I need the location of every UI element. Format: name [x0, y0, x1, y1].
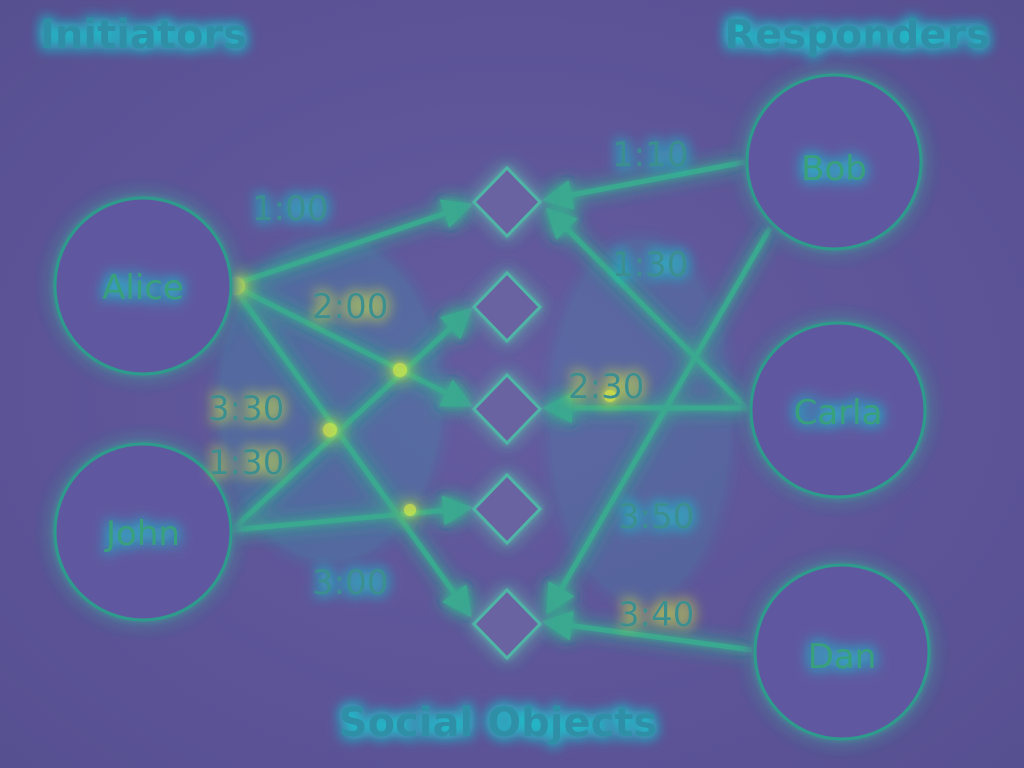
- edge-alice-obj5: [229, 283, 473, 618]
- edge-label-carla-obj3: 2:30: [568, 367, 644, 407]
- node-carla: [749, 321, 927, 499]
- node-john: [53, 442, 233, 622]
- edge-carla-obj1: [545, 207, 750, 412]
- edge-label-alice-obj1: 1:00: [252, 189, 328, 229]
- heading-initiators: Initiators: [40, 12, 247, 58]
- node-label-carla: Carla: [794, 393, 883, 433]
- person-nodes: [53, 73, 931, 741]
- edge-label-carla-obj1: 1:30: [612, 245, 688, 285]
- edge-label-alice-obj3: 2:00: [312, 287, 388, 327]
- edge-labels-highlighted: 2:00 3:30 1:30 2:30 3:40: [208, 287, 694, 635]
- node-bob: [745, 73, 923, 251]
- node-dan: [753, 563, 931, 741]
- edge-label-alice-obj5: 3:30: [208, 389, 284, 429]
- node-label-bob: Bob: [801, 149, 867, 189]
- node-label-alice: Alice: [102, 268, 184, 308]
- edge-label-dan-obj5: 3:40: [618, 595, 694, 635]
- social-object-4: [471, 472, 543, 546]
- social-object-diamonds: [471, 165, 543, 661]
- heading-responders: Responders: [724, 12, 990, 58]
- edge-alice-obj1: [231, 199, 473, 288]
- social-object-2: [471, 270, 543, 344]
- edge-bob-obj5: [545, 226, 773, 615]
- edge-john-obj2: [230, 307, 473, 532]
- edge-label-bob-obj1: 1:10: [612, 135, 688, 175]
- edge-bob-obj1: [542, 159, 746, 210]
- edge-label-bob-obj5: 3:50: [618, 497, 694, 537]
- edge-label-john-obj4: 3:00: [312, 563, 388, 603]
- node-alice: [53, 196, 233, 376]
- node-labels: Alice John Bob Carla Dan: [102, 149, 882, 677]
- heading-social-objects: Social Objects: [339, 700, 657, 746]
- social-object-3: [471, 372, 543, 446]
- headings: Initiators Responders Social Objects: [40, 12, 990, 746]
- social-object-1: [471, 165, 543, 239]
- social-object-5: [471, 587, 543, 661]
- node-label-dan: Dan: [808, 637, 877, 677]
- ambient-glow: [220, 240, 730, 600]
- edge-dan-obj5: [542, 610, 753, 653]
- edge-alice-obj3: [230, 282, 473, 408]
- edge-label-john-obj2: 1:30: [208, 443, 284, 483]
- edge-labels: 1:00 1:10 1:30 3:00 3:50: [252, 135, 694, 603]
- node-label-john: John: [104, 514, 180, 554]
- edges: [229, 159, 773, 653]
- edge-john-obj4: [231, 495, 473, 533]
